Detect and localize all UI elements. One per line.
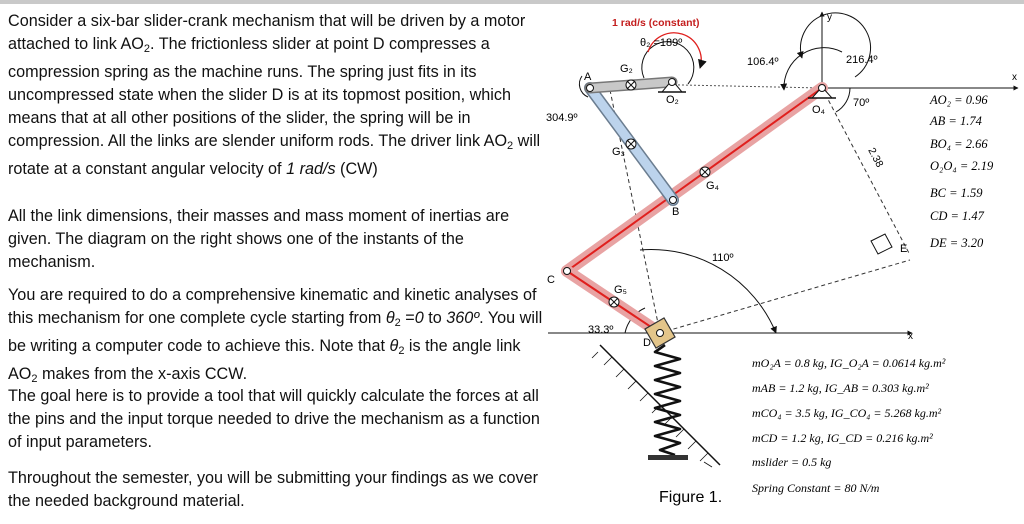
omega-label: 1 rad/s (constant): [612, 17, 700, 29]
top-border: [0, 0, 1024, 4]
label-g5: G₅: [614, 284, 627, 296]
link-o4-c-centerline: [566, 87, 823, 272]
arc-70: [835, 87, 851, 113]
dashed-line-de: [821, 87, 911, 256]
prop-slider: mslider = 0.5 kg: [752, 455, 831, 469]
angle-label-33: 33.3º: [588, 324, 613, 336]
dim-cd: CD = 1.47: [930, 209, 985, 223]
dim-o2o4: O₂O₄ = 2.19: [930, 159, 994, 173]
arc-omega: [647, 32, 707, 69]
length-label-238: 2.38: [865, 146, 885, 170]
arc-216: [796, 12, 872, 78]
angle-label-110: 110º: [712, 252, 734, 264]
joint-o4: [818, 84, 826, 92]
compression-spring: [653, 343, 682, 457]
cg-marker-g2: [625, 79, 637, 91]
ground-hatch: [591, 351, 713, 468]
label-g2: G₂: [620, 63, 633, 75]
dim-de: DE = 3.20: [929, 236, 984, 250]
label-b: B: [672, 206, 679, 218]
prop-o2a: mO₂A = 0.8 kg, IG_O₂A = 0.0614 kg.m²: [752, 356, 946, 370]
label-c: C: [547, 274, 555, 286]
slider-path-line: [609, 89, 661, 334]
problem-paragraph-dimensions: All the link dimensions, their masses an…: [8, 207, 510, 271]
joint-d: [656, 329, 664, 337]
right-angle-mark-e: [870, 233, 893, 255]
label-g3: G₃: [612, 146, 625, 158]
label-e: E: [900, 243, 907, 255]
arc-theta2: [641, 41, 695, 85]
angle-label-106: 106.4º: [747, 56, 779, 68]
arc-106: [780, 47, 843, 91]
x-axis-top-label: x: [1012, 72, 1017, 83]
mechanism-diagram: y x x: [546, 11, 1019, 506]
prop-cd: mCD = 1.2 kg, IG_CD = 0.216 kg.m²: [752, 431, 933, 445]
ground-pivot-o4: [808, 86, 836, 99]
label-a: A: [584, 71, 592, 83]
angle-label-70: 70º: [853, 97, 869, 109]
cg-marker-g5: [608, 296, 620, 308]
x-axis-bottom-label: x: [908, 331, 913, 342]
joint-b: [669, 196, 677, 204]
problem-paragraph-goal: The goal here is to provide a tool that …: [8, 387, 540, 451]
cg-marker-g4: [699, 166, 711, 178]
spring-base: [648, 455, 688, 460]
y-axis-label: y: [827, 12, 832, 23]
dimension-list: AO₂ = 0.96 AB = 1.74 BO₄ = 2.66 O₂O₄ = 2…: [929, 93, 994, 250]
joint-a: [586, 84, 594, 92]
label-g4: G₄: [706, 180, 720, 192]
arc-304: [578, 75, 589, 98]
dashed-line-d-e: [659, 259, 911, 334]
prop-co4: mCO₄ = 3.5 kg, IG_CO₄ = 5.268 kg.m²: [752, 406, 942, 420]
arc-110: [639, 249, 777, 334]
cg-marker-g3: [625, 138, 637, 150]
prop-spring: Spring Constant = 80 N/m: [752, 481, 880, 495]
problem-paragraph-requirements: You are required to do a comprehensive k…: [8, 286, 543, 385]
prop-ab: mAB = 1.2 kg, IG_AB = 0.303 kg.m²: [752, 381, 929, 395]
label-o4: O₄: [812, 104, 826, 116]
joint-o2: [668, 78, 676, 86]
label-d: D: [643, 337, 651, 349]
dim-bc: BC = 1.59: [930, 186, 983, 200]
angle-label-304: 304.9º: [546, 112, 578, 124]
theta2-label: θ₂ =189º: [640, 37, 682, 49]
joint-c: [563, 267, 571, 275]
mass-properties-list: mO₂A = 0.8 kg, IG_O₂A = 0.0614 kg.m² mAB…: [752, 356, 946, 495]
label-o2: O₂: [666, 94, 679, 106]
dim-bo4: BO₄ = 2.66: [930, 137, 988, 151]
problem-paragraph-schedule: Throughout the semester, you will be sub…: [8, 469, 538, 510]
angle-label-216: 216.4º: [846, 54, 878, 66]
dim-ab: AB = 1.74: [929, 114, 982, 128]
figure-caption: Figure 1.: [659, 489, 722, 506]
dim-ao2: AO₂ = 0.96: [929, 93, 988, 107]
problem-paragraph-intro: Consider a six-bar slider-crank mechanis…: [8, 12, 541, 178]
